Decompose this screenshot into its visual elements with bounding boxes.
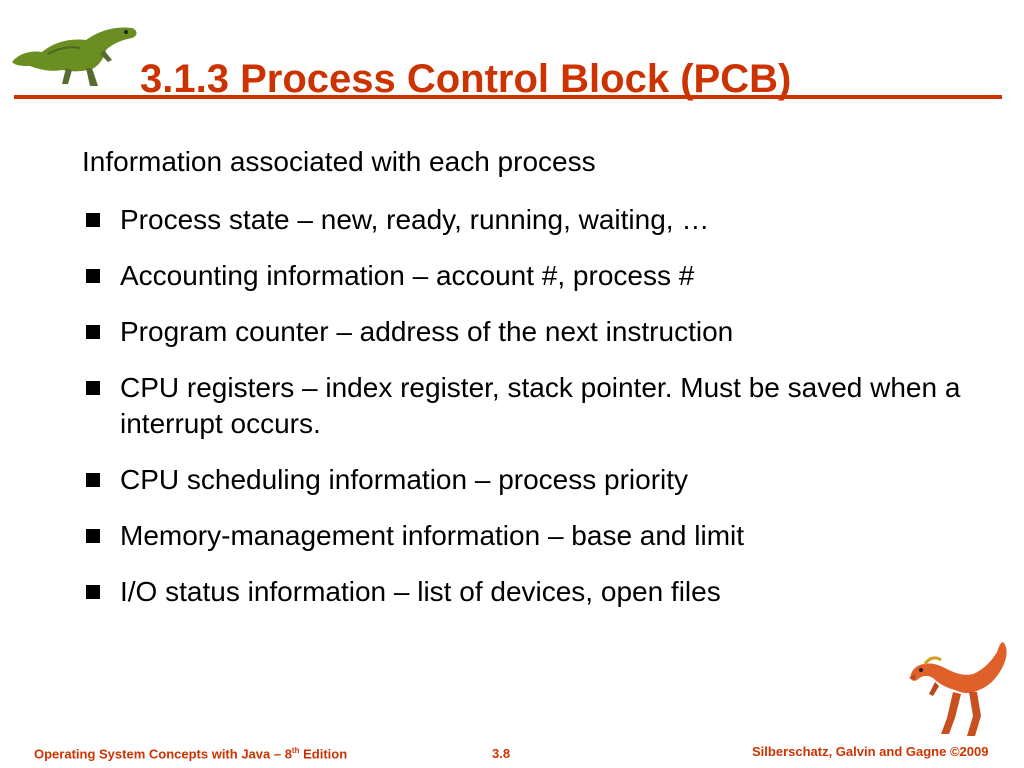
green-dinosaur-icon	[12, 27, 137, 86]
intro-text: Information associated with each process	[82, 146, 596, 177]
square-bullet-icon	[86, 269, 100, 283]
bullet-item-program-counter: Program counter – address of the next in…	[82, 314, 962, 350]
bullet-text: Memory-management information – base and…	[120, 520, 745, 551]
square-bullet-icon	[86, 381, 100, 395]
bullet-text: I/O status information – list of devices…	[120, 576, 721, 607]
footer-copyright: Silberschatz, Galvin and Gagne ©2009	[752, 744, 989, 759]
square-bullet-icon	[86, 529, 100, 543]
slide-title: 3.1.3 Process Control Block (PCB)	[140, 56, 792, 101]
bullet-item-io-status: I/O status information – list of devices…	[82, 574, 962, 610]
red-dinosaur-icon	[909, 642, 1007, 736]
bullet-item-memory-management: Memory-management information – base and…	[82, 518, 962, 554]
bullet-item-accounting: Accounting information – account #, proc…	[82, 258, 962, 294]
footer-book-title-main: Operating System Concepts with Java – 8	[34, 746, 292, 762]
footer-book-title-sup: th	[291, 746, 300, 755]
square-bullet-icon	[86, 325, 100, 339]
bullet-list: Process state – new, ready, running, wai…	[82, 202, 962, 630]
square-bullet-icon	[86, 585, 100, 599]
footer-book-title: Operating System Concepts with Java – 8t…	[34, 746, 347, 761]
bullet-text: Program counter – address of the next in…	[120, 316, 734, 347]
bullet-text: Process state – new, ready, running, wai…	[120, 204, 710, 235]
bullet-text: Accounting information – account #, proc…	[120, 260, 695, 291]
page-number: 3.8	[492, 746, 511, 761]
title-divider	[14, 95, 1002, 99]
bullet-item-process-state: Process state – new, ready, running, wai…	[82, 202, 962, 238]
bullet-text: CPU scheduling information – process pri…	[120, 464, 689, 495]
bullet-item-cpu-registers: CPU registers – index register, stack po…	[82, 370, 962, 442]
bullet-item-cpu-scheduling: CPU scheduling information – process pri…	[82, 462, 962, 498]
square-bullet-icon	[86, 213, 100, 227]
square-bullet-icon	[86, 473, 100, 487]
bullet-text: CPU registers – index register, stack po…	[120, 372, 961, 439]
footer-book-title-suffix: Edition	[299, 746, 348, 762]
